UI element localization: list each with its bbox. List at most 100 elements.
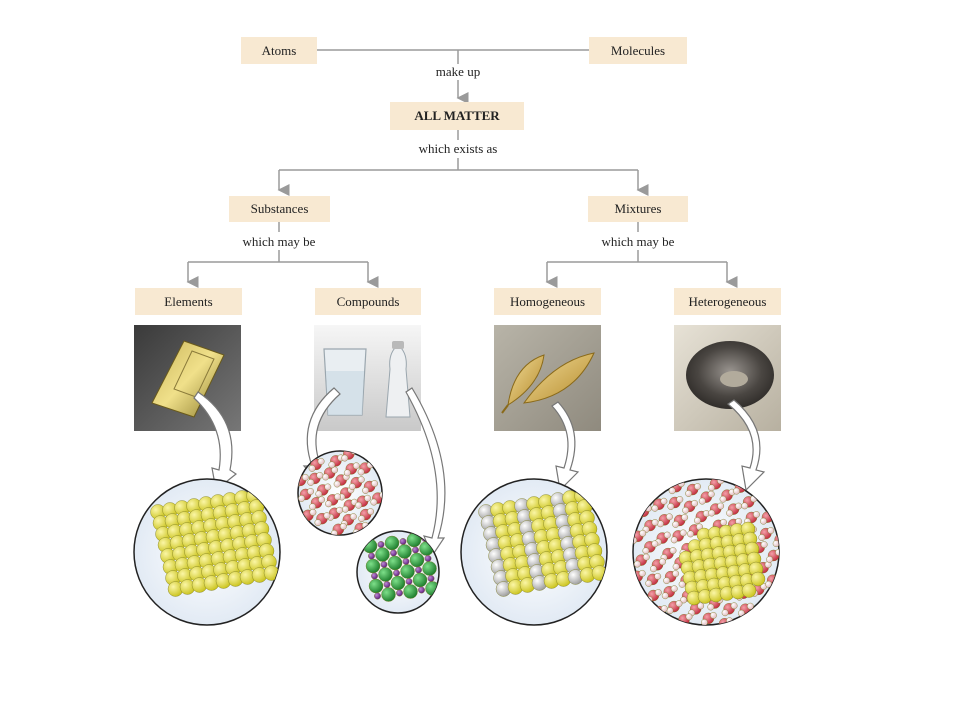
sodium-atom [374, 592, 381, 600]
hydrogen-atom [301, 473, 309, 481]
hydrogen-atom [775, 549, 779, 556]
hydrogen-atom [651, 519, 659, 526]
gold-atom [750, 571, 766, 587]
sodium-atom [380, 561, 388, 568]
hydrogen-atom [328, 461, 336, 469]
hydrogen-atom [678, 580, 686, 588]
hydrogen-atom [660, 497, 668, 505]
hydrogen-atom [334, 493, 341, 501]
hydrogen-atom [760, 517, 767, 525]
hydrogen-atom [753, 511, 760, 518]
hydrogen-atom [681, 514, 689, 521]
hydrogen-atom [675, 600, 683, 607]
node-homogeneous: Homogeneous [494, 288, 601, 315]
hydrogen-atom [772, 540, 779, 548]
gold-atom [591, 565, 607, 581]
hydrogen-atom [661, 592, 669, 600]
hydrogen-atom [691, 499, 698, 507]
hydrogen-atom [371, 480, 378, 487]
homogeneous-model [460, 478, 608, 626]
hydrogen-atom [747, 602, 754, 610]
hydrogen-atom [333, 480, 341, 488]
hydrogen-atom [638, 569, 646, 577]
hydrogen-atom [357, 468, 365, 476]
hydrogen-atom [339, 522, 347, 530]
hydrogen-atom [645, 579, 653, 587]
hydrogen-atom [343, 469, 351, 477]
hydrogen-atom [315, 490, 323, 498]
hydrogen-atom [650, 565, 657, 573]
hydrogen-atom [298, 480, 300, 488]
hydrogen-atom [324, 483, 332, 491]
hydrogen-atom [659, 558, 666, 566]
hydrogen-atom [669, 547, 677, 554]
connector-which-may-be-substances: which may be [230, 234, 328, 250]
hydrogen-atom [660, 605, 668, 613]
hydrogen-atom [309, 508, 317, 516]
connector-which-exists-as: which exists as [398, 141, 518, 157]
sodium-atom [402, 558, 410, 565]
hydrogen-atom [730, 602, 738, 610]
hydrogen-atom [309, 503, 316, 511]
sodium-atom [396, 589, 403, 597]
hydrogen-atom [672, 570, 680, 578]
chlorine-atom [400, 564, 415, 579]
hydrogen-atom [738, 609, 745, 617]
water-model [297, 450, 383, 536]
chlorine-atom [387, 555, 403, 571]
hydrogen-atom [636, 511, 643, 519]
node-mixtures: Mixtures [588, 196, 688, 222]
chlorine-atom [375, 547, 390, 562]
hydrogen-atom [717, 502, 725, 510]
hydrogen-atom [679, 529, 687, 537]
hydrogen-atom [352, 462, 360, 470]
hydrogen-atom [357, 476, 365, 484]
hydrogen-atom [720, 518, 727, 526]
sodium-atom [427, 575, 435, 582]
hydrogen-atom [766, 556, 773, 563]
hydrogen-atom [307, 478, 315, 486]
hydrogen-atom [698, 497, 706, 505]
sodium-atom [418, 586, 425, 594]
hydrogen-atom [308, 464, 316, 472]
hydrogen-atom [667, 503, 675, 510]
brass-leaves-photo [494, 325, 601, 431]
hydrogen-atom [685, 613, 693, 621]
chlorine-atom [381, 587, 396, 602]
hydrogen-atom [300, 515, 308, 523]
hydrogen-atom [663, 531, 671, 539]
sodium-atom [405, 578, 413, 585]
hydrogen-atom [341, 454, 349, 462]
gold-atom [741, 583, 757, 598]
chlorine-atom [378, 567, 393, 582]
sodium-atom [368, 552, 375, 560]
hydrogen-atom [694, 517, 701, 524]
hydrogen-atom [349, 513, 357, 521]
hydrogen-atom [767, 527, 775, 534]
salt-model [356, 530, 440, 614]
node-molecules: Molecules [589, 37, 687, 64]
hydrogen-atom [708, 509, 716, 517]
chlorine-atom [384, 535, 400, 551]
hydrogen-atom [668, 487, 676, 495]
hydrogen-atom [642, 547, 650, 555]
hydrogen-atom [651, 540, 659, 548]
elements-model [133, 478, 281, 626]
sodium-atom [393, 569, 400, 577]
hydrogen-atom [670, 585, 678, 593]
hydrogen-atom [370, 498, 378, 506]
hydrogen-atom [633, 576, 637, 584]
chlorine-atom [368, 578, 384, 594]
node-atoms: Atoms [241, 37, 317, 64]
hydrogen-atom [298, 495, 305, 502]
hydrogen-atom [726, 509, 733, 517]
hydrogen-atom [317, 457, 325, 465]
hydrogen-atom [639, 529, 647, 537]
chlorine-atom [409, 552, 425, 568]
chlorine-atom [419, 541, 434, 556]
chlorine-atom [390, 575, 406, 591]
hydrogen-atom [710, 611, 717, 619]
sodium-atom [390, 549, 397, 557]
hydrogen-atom [362, 487, 369, 494]
